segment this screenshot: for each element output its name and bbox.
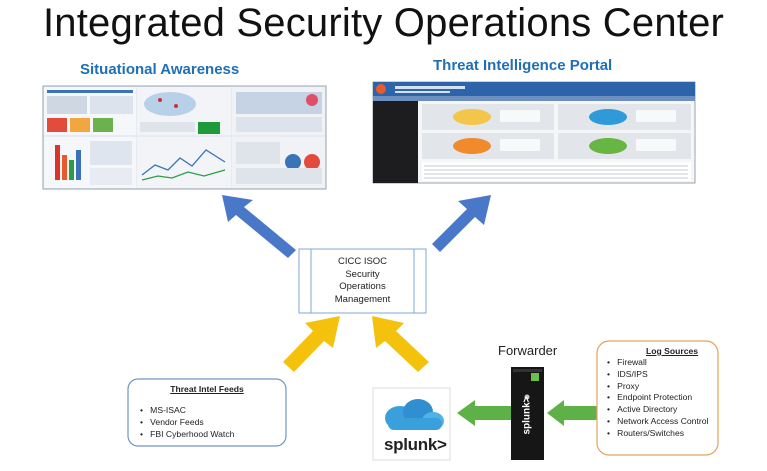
threat-intel-feeds-list: • MS-ISAC • Vendor Feeds • FBI Cyberhood… — [140, 405, 234, 440]
center-line-3: Operations — [339, 281, 386, 292]
feed-item: • Vendor Feeds — [140, 416, 204, 427]
forwarder-splunk-text: splunk> — [521, 396, 533, 435]
yellow-arrow-right — [372, 316, 429, 372]
threat-intel-portal-screenshot — [372, 81, 696, 184]
feed-item: • MS-ISAC — [140, 405, 186, 415]
forwarder-label: Forwarder — [498, 343, 558, 358]
center-line-1: CICC ISOC — [337, 256, 388, 267]
log-source-item: • Endpoint Protection — [607, 392, 693, 403]
splunk-logo-text: splunk> — [384, 435, 447, 454]
center-box — [298, 248, 427, 314]
center-box-text: CICC ISOC Security Operations Management — [311, 256, 414, 306]
center-line-2: Security — [345, 268, 380, 280]
forwarder-device-icon — [511, 367, 544, 460]
threat-intel-feeds-box — [127, 378, 287, 447]
situational-awareness-label: Situational Awareness — [80, 61, 240, 78]
log-source-item: • Active Directory — [607, 404, 678, 415]
blue-arrow-left — [222, 195, 296, 258]
feed-item: • FBI Cyberhood Watch — [140, 428, 235, 439]
yellow-arrow-left — [283, 316, 340, 372]
log-source-item: • Firewall — [607, 357, 647, 367]
situational-awareness-screenshot — [42, 85, 327, 190]
log-source-item: • Routers/Switches — [607, 427, 685, 438]
threat-intel-feeds-title: Threat Intel Feeds — [170, 384, 244, 394]
log-source-item: • Network Access Control — [607, 415, 709, 426]
center-line-4: Management — [334, 293, 391, 305]
threat-intel-portal-label: Threat Intelligence Portal — [433, 57, 613, 74]
splunk-cloud-icon — [372, 387, 451, 461]
blue-arrow-right — [432, 195, 491, 252]
log-sources-title: Log Sources — [646, 346, 699, 356]
log-source-item: • IDS/IPS — [607, 368, 648, 379]
log-source-item: • Proxy — [607, 380, 640, 391]
diagram-title: Integrated Security Operations Center — [42, 1, 725, 45]
log-sources-list: • Firewall • IDS/IPS • Proxy • Endpoint … — [607, 357, 708, 440]
green-arrow-to-splunk — [457, 400, 515, 426]
green-arrow-to-forwarder — [547, 400, 598, 426]
log-sources-box — [596, 340, 719, 456]
